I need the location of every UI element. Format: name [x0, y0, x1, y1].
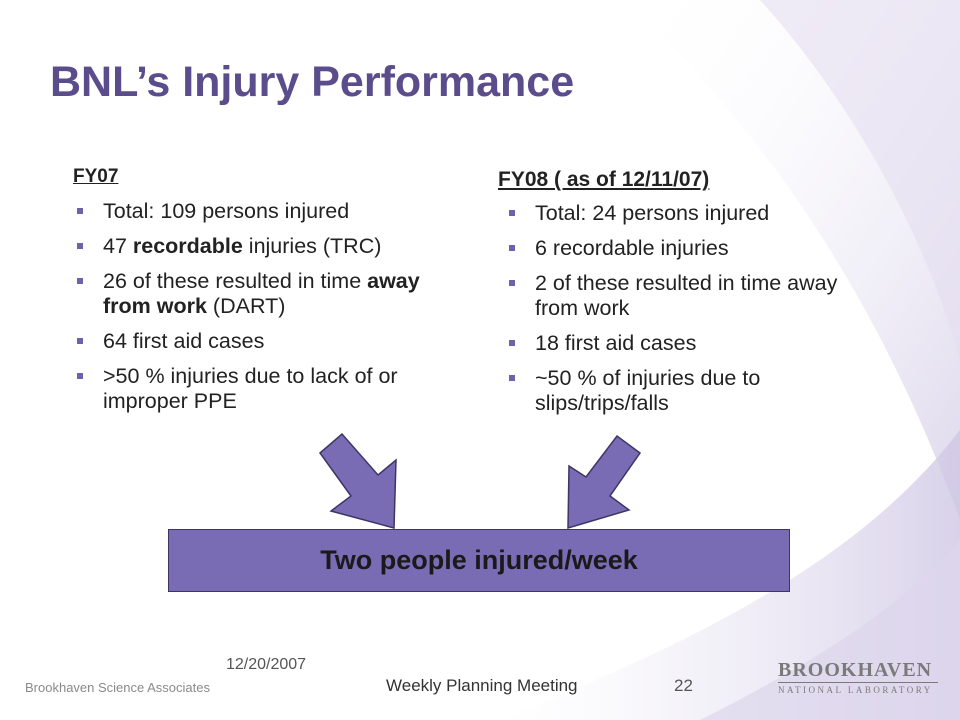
bullet-text: injuries (TRC)	[242, 234, 382, 258]
bullet-text: 6 recordable injuries	[535, 236, 729, 260]
logo-wordmark: BROOKHAVEN	[778, 659, 933, 681]
footer-organization: Brookhaven Science Associates	[25, 680, 210, 695]
bullet-square-icon	[77, 208, 83, 214]
footer-date: 12/20/2007	[226, 656, 307, 673]
bullet-square-icon	[509, 280, 515, 286]
bullet-text: 47	[103, 234, 133, 258]
bullet-text: ~50 % of injuries due to slips/trips/fal…	[535, 366, 761, 415]
fy07-bullet-item: 47 recordable injuries (TRC)	[66, 234, 461, 259]
bullet-square-icon	[77, 278, 83, 284]
bullet-text: >50 % injuries due to lack of or imprope…	[103, 364, 398, 413]
bullet-text: Total: 24 persons injured	[535, 201, 770, 225]
bullet-square-icon	[509, 375, 515, 381]
fy08-bullet-list: Total: 24 persons injured 6 recordable i…	[498, 201, 868, 426]
bullet-text: 26 of these resulted in time	[103, 269, 368, 293]
fy08-bullet-item: Total: 24 persons injured	[498, 201, 868, 226]
summary-box: Two people injured/week	[168, 529, 790, 592]
fy08-bullet-item: 2 of these resulted in time away from wo…	[498, 271, 868, 321]
fy07-heading: FY07	[73, 166, 119, 187]
footer-page-number: 22	[674, 676, 693, 695]
bullet-square-icon	[509, 210, 515, 216]
logo-subtitle: NATIONAL LABORATORY	[778, 682, 938, 695]
bullet-text: Total: 109 persons injured	[103, 199, 350, 223]
fy07-bullet-list: Total: 109 persons injured 47 recordable…	[66, 199, 461, 424]
bullet-text: 64 first aid cases	[103, 329, 265, 353]
right-arrow-icon	[567, 434, 642, 530]
fy08-bullet-item: 18 first aid cases	[498, 331, 868, 356]
bullet-square-icon	[77, 338, 83, 344]
brookhaven-logo: BROOKHAVEN NATIONAL LABORATORY	[778, 660, 938, 696]
bullet-square-icon	[77, 243, 83, 249]
slide-title: BNL’s Injury Performance	[50, 58, 575, 106]
bullet-square-icon	[509, 340, 515, 346]
fy07-bullet-item: >50 % injuries due to lack of or imprope…	[66, 364, 461, 414]
footer-meeting-name: Weekly Planning Meeting	[386, 676, 578, 695]
fy07-bullet-item: 64 first aid cases	[66, 329, 461, 354]
summary-text: Two people injured/week	[320, 545, 638, 575]
emphasis-text: away from work	[103, 269, 420, 318]
fy07-bullet-item: 26 of these resulted in time away from w…	[66, 269, 461, 319]
emphasis-text: recordable	[132, 234, 243, 258]
bullet-text: (DART)	[206, 294, 286, 318]
fy08-heading: FY08 ( as of 12/11/07)	[498, 168, 710, 191]
bullet-square-icon	[77, 373, 83, 379]
fy08-bullet-item: 6 recordable injuries	[498, 236, 868, 261]
left-arrow-icon	[318, 432, 397, 529]
bullet-text: 2 of these resulted in time away from wo…	[535, 271, 838, 320]
bullet-text: 18 first aid cases	[535, 331, 697, 355]
bullet-square-icon	[509, 245, 515, 251]
fy07-bullet-item: Total: 109 persons injured	[66, 199, 461, 224]
fy08-bullet-item: ~50 % of injuries due to slips/trips/fal…	[498, 366, 868, 416]
